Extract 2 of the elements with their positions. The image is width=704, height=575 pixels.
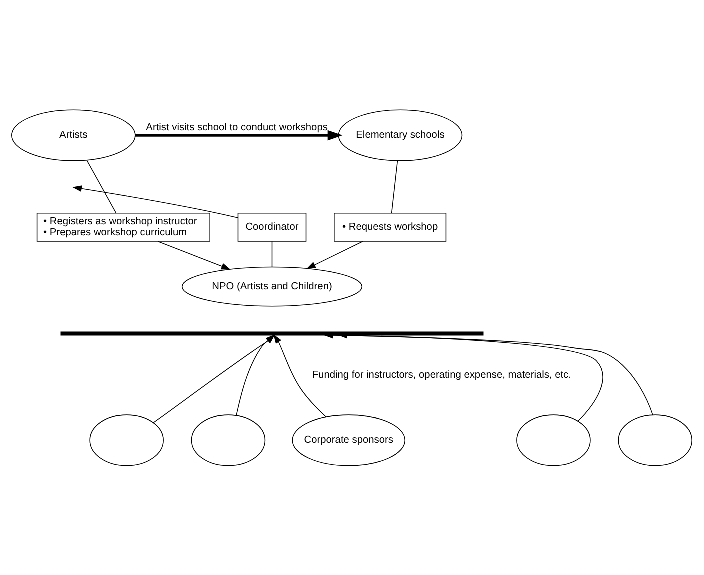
label: Funding for instructors, operating expense, materials, etc. xyxy=(312,369,572,380)
edge-label: Artist visits school to conduct workshops xyxy=(146,122,328,133)
